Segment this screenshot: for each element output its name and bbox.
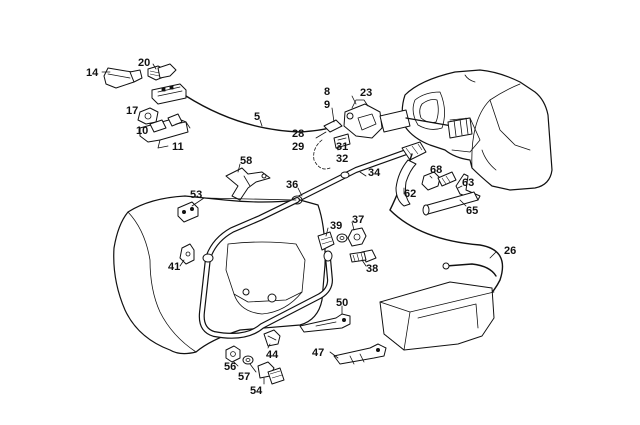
bolt-38 bbox=[349, 249, 377, 263]
connector-39 bbox=[317, 231, 335, 251]
callout-36: 36 bbox=[286, 179, 298, 191]
cable-5 bbox=[185, 95, 341, 133]
callout-57: 57 bbox=[238, 371, 250, 383]
shifter-housing bbox=[113, 195, 326, 355]
callout-65: 65 bbox=[466, 205, 478, 217]
callout-labels: 14 20 17 10 11 5 8 9 23 28 29 31 32 58 3… bbox=[86, 57, 516, 397]
clip-11 bbox=[139, 113, 191, 149]
washer-57 bbox=[242, 355, 254, 365]
bracket-62 bbox=[395, 159, 417, 207]
callout-31: 31 bbox=[336, 141, 348, 153]
callout-34: 34 bbox=[368, 167, 381, 179]
bracket-41 bbox=[179, 243, 195, 265]
clip-44 bbox=[263, 329, 281, 347]
callout-54: 54 bbox=[250, 385, 263, 397]
bolt-68 bbox=[421, 171, 457, 191]
callout-28: 28 bbox=[292, 128, 304, 140]
cable-loop-28-29 bbox=[313, 139, 331, 170]
callout-63: 63 bbox=[462, 177, 474, 189]
stud-54 bbox=[257, 361, 285, 385]
callout-68: 68 bbox=[430, 164, 442, 176]
nut-56 bbox=[225, 345, 241, 363]
callout-23: 23 bbox=[360, 87, 372, 99]
callout-44: 44 bbox=[266, 349, 279, 361]
callout-53: 53 bbox=[190, 189, 202, 201]
bracket-14 bbox=[103, 67, 143, 89]
screw-20 bbox=[147, 63, 177, 81]
callout-8: 8 bbox=[324, 86, 330, 98]
callout-56: 56 bbox=[224, 361, 236, 373]
callout-5: 5 bbox=[254, 111, 260, 123]
callout-11: 11 bbox=[172, 141, 184, 153]
clip-31-32 bbox=[333, 133, 351, 149]
bracket-50 bbox=[299, 313, 351, 333]
callout-38: 38 bbox=[366, 263, 378, 275]
callout-37: 37 bbox=[352, 214, 364, 226]
selector-lever-switch bbox=[343, 99, 473, 139]
callout-14: 14 bbox=[86, 67, 99, 79]
washer-37 bbox=[336, 227, 367, 247]
cable-tube-loop bbox=[198, 197, 333, 339]
callout-32: 32 bbox=[336, 153, 348, 165]
callout-58: 58 bbox=[240, 155, 252, 167]
callout-10: 10 bbox=[136, 125, 148, 137]
callout-62: 62 bbox=[404, 188, 416, 200]
bracket-53 bbox=[177, 201, 199, 223]
callout-39: 39 bbox=[330, 220, 342, 232]
pin-65 bbox=[422, 191, 479, 216]
callout-17: 17 bbox=[126, 105, 138, 117]
cable-connector-plug bbox=[151, 83, 187, 105]
callout-41: 41 bbox=[168, 261, 180, 273]
cable-26-end bbox=[445, 263, 497, 277]
transmission-housing bbox=[401, 69, 553, 191]
callout-50: 50 bbox=[336, 297, 348, 309]
bracket-58 bbox=[225, 167, 271, 201]
callout-20: 20 bbox=[138, 57, 150, 69]
nut-17 bbox=[137, 107, 159, 125]
callout-47: 47 bbox=[312, 347, 324, 359]
callout-9: 9 bbox=[324, 99, 330, 111]
leader-lines bbox=[101, 63, 497, 385]
callout-29: 29 bbox=[292, 141, 304, 153]
bracket-47 bbox=[333, 343, 387, 365]
cable-end-8-9 bbox=[323, 119, 343, 133]
control-unit-box bbox=[379, 281, 495, 351]
callout-26: 26 bbox=[504, 245, 516, 257]
